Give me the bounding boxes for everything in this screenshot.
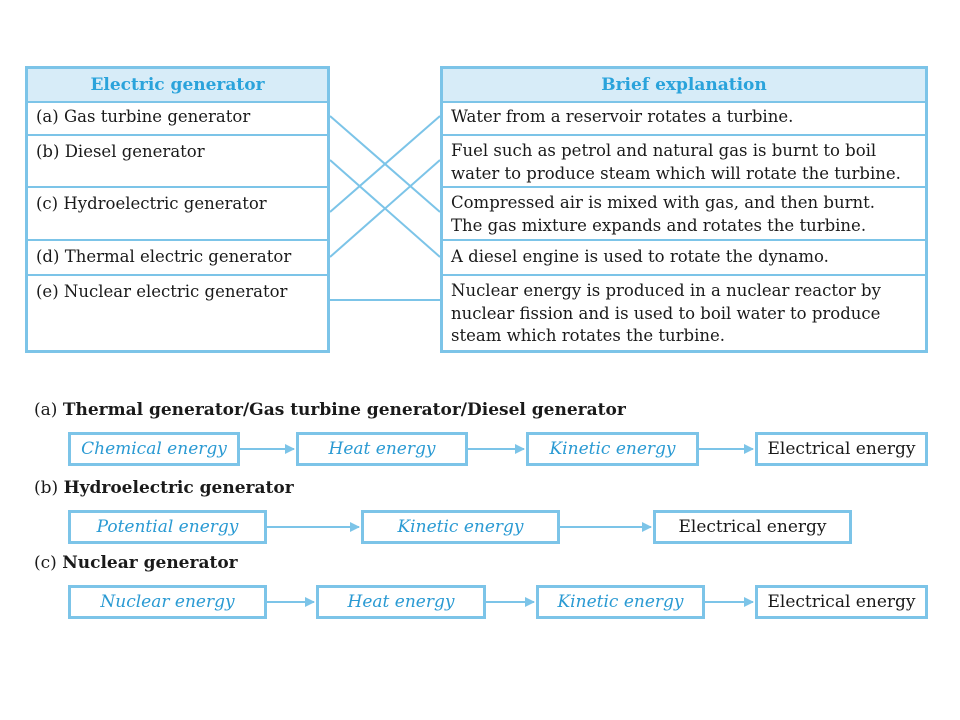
match-lines [329, 115, 441, 301]
explanation-row-4: A diesel engine is used to rotate the dy… [443, 241, 925, 276]
explanation-line: steam which rotates the turbine. [451, 326, 726, 345]
explanation-table-header: Brief explanation [443, 69, 925, 103]
generator-name: Gas turbine generator [63, 107, 251, 126]
generator-row-d: (d) Thermal electric generator [28, 241, 327, 276]
chain-b-step-1: Potential energy [68, 510, 267, 544]
explanation-line: Nuclear energy is produced in a nuclear … [451, 281, 881, 300]
generator-name: Thermal electric generator [64, 247, 292, 266]
explanation-line: water to produce steam which will rotate… [451, 163, 901, 183]
chain-c-step-1: Nuclear energy [68, 585, 267, 619]
chain-a-step-1: Chemical energy [68, 432, 240, 466]
chain-c-step-2: Heat energy [316, 585, 486, 619]
generator-row-e: (e) Nuclear electric generator [28, 276, 327, 350]
explanation-line: Compressed air is mixed with gas, and th… [451, 193, 875, 212]
explanation-line: Water from a reservoir rotates a turbine… [451, 107, 794, 126]
chain-c-step-3: Kinetic energy [536, 585, 705, 619]
chain-a-step-4: Electrical energy [755, 432, 928, 466]
generator-row-b: (b) Diesel generator [28, 136, 327, 188]
generator-label: (e) [36, 282, 59, 301]
generator-label: (a) [36, 107, 59, 126]
generator-name: Nuclear electric generator [63, 282, 288, 301]
explanation-row-2: Fuel such as petrol and natural gas is b… [443, 136, 925, 188]
generator-row-c: (c) Hydroelectric generator [28, 188, 327, 241]
flow-arrows [240, 444, 754, 607]
match-line [329, 159, 441, 258]
generator-label: (b) [36, 142, 60, 161]
generator-table: Electric generator (a) Gas turbine gener… [25, 66, 330, 353]
explanation-table: Brief explanation Water from a reservoir… [440, 66, 928, 353]
chain-b-step-2: Kinetic energy [361, 510, 560, 544]
chain-a-step-2: Heat energy [296, 432, 468, 466]
generator-name: Hydroelectric generator [63, 194, 267, 213]
generator-table-header: Electric generator [28, 69, 327, 103]
generator-row-a: (a) Gas turbine generator [28, 101, 327, 136]
generator-name: Diesel generator [64, 142, 205, 161]
generator-label: (c) [36, 194, 59, 213]
explanation-line: A diesel engine is used to rotate the dy… [451, 247, 829, 266]
match-line [329, 115, 441, 213]
explanation-line: The gas mixture expands and rotates the … [451, 215, 867, 235]
generator-label: (d) [36, 247, 60, 266]
explanation-line: Fuel such as petrol and natural gas is b… [451, 141, 877, 160]
chain-c-step-4: Electrical energy [755, 585, 928, 619]
explanation-row-3: Compressed air is mixed with gas, and th… [443, 188, 925, 241]
chain-title-b: (b) Hydroelectric generator [34, 478, 294, 498]
chain-title-a: (a) Thermal generator/Gas turbine genera… [34, 400, 626, 420]
chain-b-step-3: Electrical energy [653, 510, 852, 544]
chain-title-c: (c) Nuclear generator [34, 553, 238, 573]
explanation-line: nuclear fission and is used to boil wate… [451, 303, 881, 323]
explanation-row-5: Nuclear energy is produced in a nuclear … [443, 276, 925, 350]
chain-a-step-3: Kinetic energy [526, 432, 699, 466]
explanation-row-1: Water from a reservoir rotates a turbine… [443, 101, 925, 136]
